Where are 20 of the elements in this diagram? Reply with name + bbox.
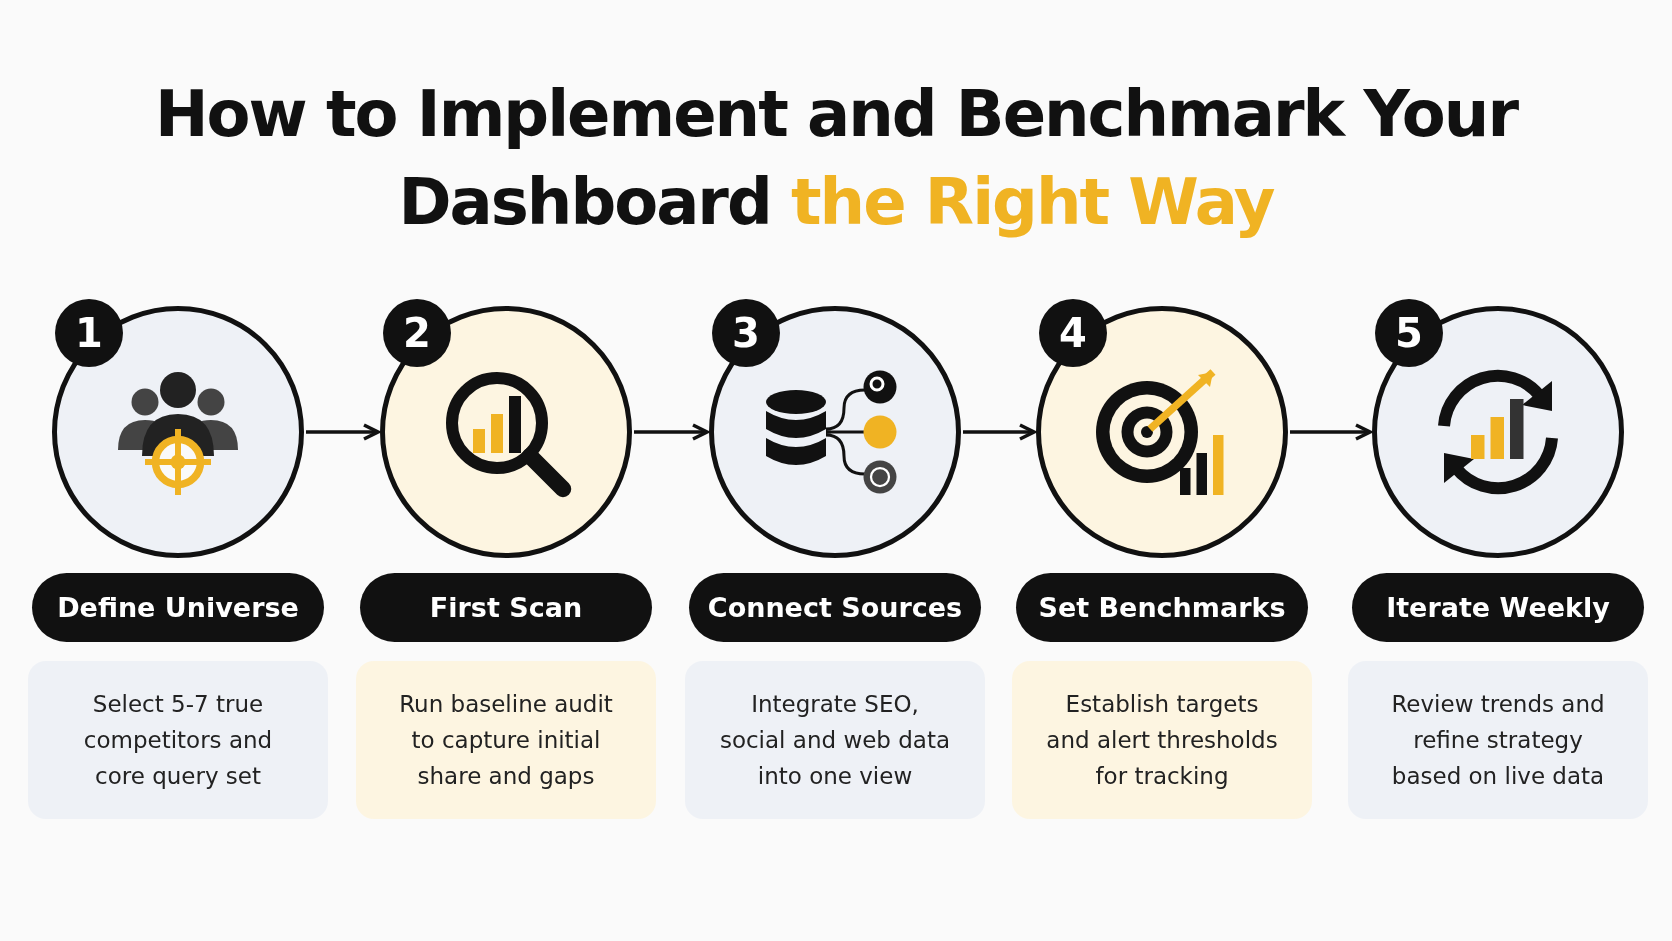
arrow bbox=[963, 423, 1036, 441]
step-title: Define Universe bbox=[32, 573, 324, 642]
arrow bbox=[306, 423, 380, 441]
step-description: Run baseline audit to capture initial share and gaps bbox=[356, 661, 656, 819]
title: How to Implement and Benchmark Your Dashboard the Right Way bbox=[154, 76, 1519, 241]
step-description: Integrate SEO, social and web data into one view bbox=[685, 661, 985, 819]
step-title: Set Benchmarks bbox=[1016, 573, 1308, 642]
step-description: Review trends and refine strategy based on live data bbox=[1348, 661, 1648, 819]
step-number-badge: 5 bbox=[1375, 299, 1443, 367]
step-number-badge: 2 bbox=[383, 299, 451, 367]
step-description: Establish targets and alert thresholds for tracking bbox=[1012, 661, 1312, 819]
step-title: Connect Sources bbox=[689, 573, 981, 642]
step-description: Select 5-7 true competitors and core query set bbox=[28, 661, 328, 819]
step-title: Iterate Weekly bbox=[1352, 573, 1644, 642]
step-title: First Scan bbox=[360, 573, 652, 642]
arrow bbox=[634, 423, 709, 441]
step-number-badge: 1 bbox=[55, 299, 123, 367]
step-number-badge: 4 bbox=[1039, 299, 1107, 367]
arrow bbox=[1290, 423, 1372, 441]
step-number-badge: 3 bbox=[712, 299, 780, 367]
